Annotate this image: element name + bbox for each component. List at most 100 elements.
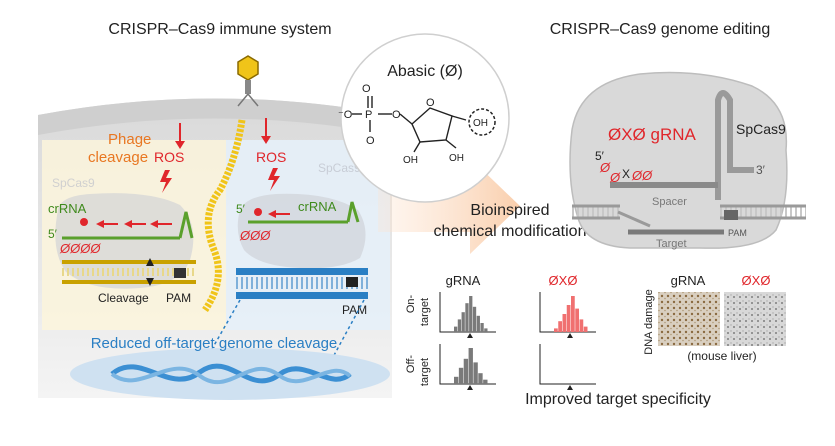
phage-dna — [202, 119, 246, 313]
oxo-mark-1: Ø — [599, 160, 611, 175]
phage-icon — [237, 55, 259, 107]
hist-bar — [457, 319, 462, 332]
abasic-structure-circle — [340, 33, 510, 203]
hist-bar — [458, 367, 464, 384]
hist-bar — [583, 326, 588, 332]
hist-bar — [571, 296, 575, 332]
abasic-title: Abasic (Ø) — [387, 63, 463, 80]
hist-bar — [469, 296, 473, 332]
hist-bar — [566, 305, 571, 332]
abasic-marks-right: ØØØ — [239, 228, 271, 243]
hist-bar — [579, 319, 584, 332]
hist-marker-icon — [567, 333, 573, 338]
cas9-protein-right — [237, 193, 366, 269]
atom-o-ring: O — [426, 97, 435, 109]
ros-bolt-icon — [160, 170, 172, 193]
atom-o-top: O — [362, 83, 371, 95]
hist-bar — [554, 328, 558, 332]
ros-bolt-icon — [268, 168, 280, 191]
left-panel: CRISPR–Cas9 immune system Phage cleavage… — [38, 21, 392, 400]
bioinspired-label-2: chemical modification — [434, 223, 587, 240]
center-panel: Abasic (Ø) O ⁻O P O O O OH OH OH Bioinsp… — [338, 33, 587, 254]
hist-bar — [480, 323, 484, 332]
hist-bar — [465, 303, 469, 332]
oxo-mark-3: ØØ — [631, 168, 653, 183]
damage-col-grna: gRNA — [671, 273, 706, 288]
hist-marker-icon — [567, 385, 573, 390]
phage-cleavage-label-1: Phage — [108, 131, 151, 148]
bioinspired-label-1: Bioinspired — [470, 202, 549, 219]
genome-ellipse — [70, 348, 390, 400]
ros-attack-arrows-right — [254, 208, 290, 218]
hist-bar — [484, 328, 488, 332]
oxo-mark-2: Ø — [609, 170, 621, 185]
ros-label-right: ROS — [256, 149, 286, 165]
spcas9-label-left: SpCas9 — [52, 176, 95, 190]
ros-label-left: ROS — [154, 149, 184, 165]
hist-off-oxo — [539, 344, 596, 390]
ros-attack-arrows-left — [80, 218, 172, 228]
atom-o-link: O — [392, 109, 401, 121]
hist-bar — [461, 312, 465, 332]
damage-ylabel: DNA damage — [643, 289, 655, 354]
hist-bar — [472, 306, 477, 332]
hist-bar — [454, 326, 458, 332]
hist-col-oxo: ØXØ — [549, 273, 578, 288]
hist-bar — [478, 373, 483, 384]
liver-image-oxo — [724, 292, 786, 346]
cas9-protein-left — [55, 193, 194, 289]
liver-image-grna — [658, 292, 720, 346]
improved-specificity-label: Improved target specificity — [525, 391, 711, 408]
cell-membrane — [38, 98, 392, 135]
hist-col-grna: gRNA — [446, 273, 481, 288]
hist-bar — [562, 314, 567, 332]
five-prime-label: 5′ — [595, 149, 605, 163]
atom-o-bottom: O — [366, 135, 375, 147]
cleavage-label: Cleavage — [98, 291, 149, 305]
hist-marker-icon — [467, 385, 473, 390]
row-off-line2: target — [419, 358, 431, 386]
hist-off-grna — [439, 344, 496, 390]
hist-axis — [539, 344, 596, 385]
specificity-histograms: gRNA ØXØ On- target Off- target — [405, 273, 596, 390]
hist-bar — [476, 315, 480, 332]
right-panel-title: CRISPR–Cas9 genome editing — [550, 21, 771, 38]
grna-hairpin — [715, 90, 754, 200]
three-prime-label: 3′ — [756, 163, 766, 177]
phage-cleavage-label-2: cleavage — [88, 149, 148, 166]
left-panel-title: CRISPR–Cas9 immune system — [108, 21, 331, 38]
hist-bar — [558, 321, 562, 332]
crrna-label-left: crRNA — [48, 201, 87, 216]
spacer-label: Spacer — [652, 196, 687, 208]
target-label: Target — [656, 238, 687, 250]
abasic-structure — [352, 96, 467, 153]
target-dna-left — [62, 258, 196, 286]
reduced-offtarget-label: Reduced off-target genome cleavage — [91, 335, 338, 352]
crrna-label-right: crRNA — [298, 199, 337, 214]
row-on-line2: target — [419, 298, 431, 326]
atom-oh-right: OH — [449, 153, 464, 164]
hist-bar — [463, 358, 469, 384]
spcas9-label: SpCas9 — [736, 121, 786, 137]
hist-bar — [454, 376, 459, 384]
target-dna — [572, 204, 806, 235]
pam-label-right: PAM — [342, 303, 367, 317]
hist-bar — [483, 379, 488, 384]
right-panel: CRISPR–Cas9 genome editing ØXØ gRNA SpCa… — [550, 21, 806, 250]
atom-oh-ring: OH — [473, 118, 488, 129]
oxo-mark-x: X — [622, 167, 630, 181]
atom-p: P — [365, 109, 372, 121]
hist-bar — [468, 348, 473, 384]
hist-bar — [575, 308, 579, 332]
row-on-line1: On- — [405, 294, 417, 313]
hist-bar — [473, 362, 478, 384]
hist-marker-icon — [467, 333, 473, 338]
oxo-grna-label: ØXØ gRNA — [608, 125, 697, 144]
five-prime-right: 5′ — [236, 202, 246, 216]
hist-on-oxo — [539, 292, 596, 338]
hist-on-grna — [439, 292, 496, 338]
atom-o-minus: ⁻O — [338, 109, 353, 121]
damage-caption: (mouse liver) — [687, 349, 756, 363]
damage-col-oxo: ØXØ — [742, 273, 771, 288]
